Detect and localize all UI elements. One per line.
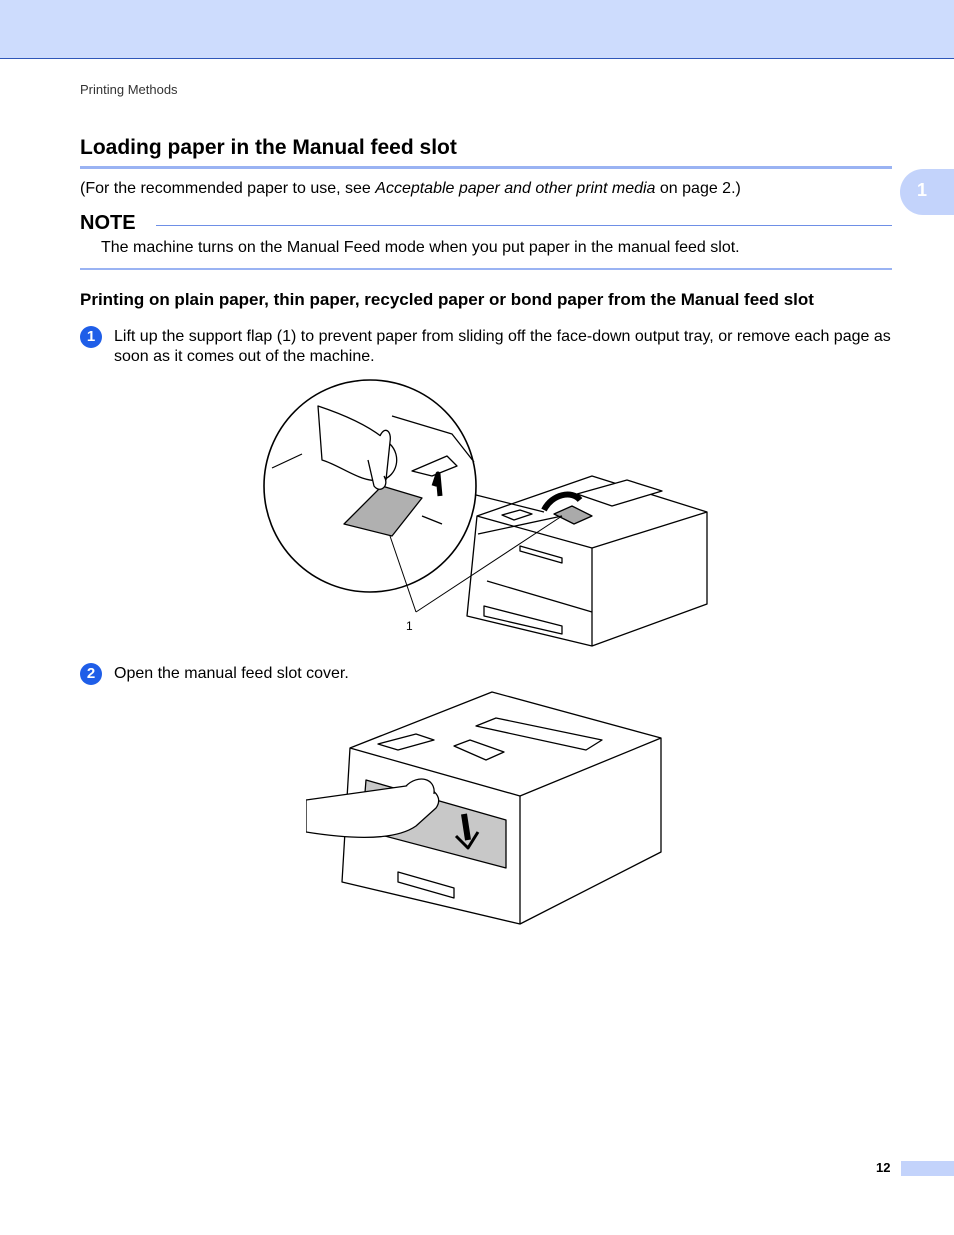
reference-paragraph: (For the recommended paper to use, see A… <box>80 179 741 199</box>
step-1-text: Lift up the support flap (1) to prevent … <box>114 328 891 365</box>
callout-1: 1 <box>406 619 413 633</box>
section-rule <box>80 166 892 169</box>
manual-feed-cover-illustration <box>306 691 662 925</box>
section-title: Loading paper in the Manual feed slot <box>80 136 457 159</box>
reference-suffix: on page 2.) <box>655 180 741 197</box>
step-2-text: Open the manual feed slot cover. <box>114 665 349 682</box>
page-number-bar <box>901 1161 954 1176</box>
chapter-tab[interactable]: 1 <box>900 169 954 215</box>
page-number: 12 <box>876 1160 891 1175</box>
note-text: The machine turns on the Manual Feed mod… <box>101 239 740 256</box>
note-label: NOTE <box>80 212 136 234</box>
reference-prefix: (For the recommended paper to use, see <box>80 180 376 197</box>
reference-link[interactable]: Acceptable paper and other print media <box>375 180 656 197</box>
chapter-number: 1 <box>917 180 928 200</box>
support-flap-illustration: 1 <box>263 379 708 647</box>
note-bottom-rule <box>80 268 892 270</box>
step-2-badge: 2 <box>80 663 102 685</box>
step-1-badge: 1 <box>80 326 102 348</box>
header-band <box>0 0 954 59</box>
subsection-title: Printing on plain paper, thin paper, rec… <box>80 290 814 309</box>
note-top-rule <box>156 225 892 226</box>
running-head: Printing Methods <box>80 82 178 97</box>
